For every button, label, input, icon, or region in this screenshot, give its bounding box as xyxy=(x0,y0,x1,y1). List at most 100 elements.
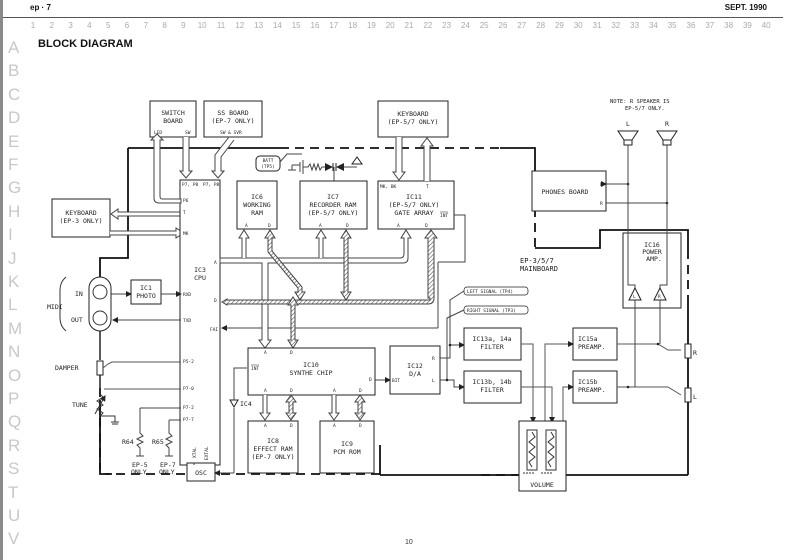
osc-block: OSC xyxy=(186,408,235,482)
battery-circuit: BATT (TP5) xyxy=(255,153,363,183)
grid-row-letter: F xyxy=(8,155,19,174)
svg-text:AMP.: AMP. xyxy=(646,255,662,263)
svg-text:(EP-5/7 ONLY): (EP-5/7 ONLY) xyxy=(388,118,439,126)
svg-text:OUT: OUT xyxy=(71,316,83,324)
grid-row-letter: C xyxy=(8,84,21,104)
svg-text:DAMPER: DAMPER xyxy=(55,364,79,372)
svg-text:CPU: CPU xyxy=(194,274,206,282)
ic6-working-ram-block: IC6 WORKING RAM A D xyxy=(236,180,278,230)
svg-text:P7-7: P7-7 xyxy=(183,417,194,423)
grid-column-number: 4 xyxy=(87,21,92,30)
grid-row-letter: A xyxy=(8,38,20,57)
grid-column-number: 6 xyxy=(124,21,130,30)
svg-text:PREAMP.: PREAMP. xyxy=(578,343,605,351)
svg-text:SW & SVR: SW & SVR xyxy=(220,130,242,136)
svg-text:IC8: IC8 xyxy=(267,437,279,445)
svg-text:R: R xyxy=(665,120,669,128)
svg-text:T: T xyxy=(183,210,186,216)
grid-column-number: 34 xyxy=(648,21,658,30)
output-jack-r: R xyxy=(684,343,697,359)
svg-text:D: D xyxy=(214,298,217,304)
svg-text:(EP-3 ONLY): (EP-3 ONLY) xyxy=(59,217,102,225)
svg-text:KEYBOARD: KEYBOARD xyxy=(397,110,428,118)
grid-column-number: 9 xyxy=(181,21,186,30)
grid-column-number: 22 xyxy=(423,21,433,30)
ic1-photo-block: IC1 PHOTO xyxy=(111,279,182,323)
grid-column-number: 3 xyxy=(68,21,73,30)
svg-text:P7-0: P7-0 xyxy=(183,386,194,392)
svg-text:POWER: POWER xyxy=(642,248,662,256)
grid-row-letter: K xyxy=(8,272,20,291)
svg-text:D: D xyxy=(359,388,362,394)
page-title: BLOCK DIAGRAM xyxy=(38,38,133,50)
svg-text:IC3: IC3 xyxy=(194,266,206,274)
svg-text:ONLY: ONLY xyxy=(159,468,175,476)
svg-text:(EP-5/7 ONLY): (EP-5/7 ONLY) xyxy=(308,209,359,217)
header-rule xyxy=(3,17,783,18)
svg-text:IC9: IC9 xyxy=(341,440,353,448)
svg-text:SYNTHE CHIP: SYNTHE CHIP xyxy=(289,369,332,377)
grid-column-number: 5 xyxy=(105,21,111,30)
svg-text:PHOTO: PHOTO xyxy=(136,292,156,300)
svg-text:IN: IN xyxy=(75,290,83,298)
svg-text:WORKING: WORKING xyxy=(243,201,270,209)
grid-row-letter: L xyxy=(8,295,18,315)
grid-row-letter: V xyxy=(8,529,20,549)
svg-text:INT: INT xyxy=(251,366,259,372)
svg-text:BOARD: BOARD xyxy=(163,117,183,125)
grid-row-letter: M xyxy=(8,318,23,338)
svg-text:MAINBOARD: MAINBOARD xyxy=(520,265,558,273)
grid-column-number: 14 xyxy=(272,21,282,30)
grid-column-number: 39 xyxy=(742,21,752,30)
svg-text:MIDI: MIDI xyxy=(47,303,63,311)
svg-text:P7, P8: P7, P8 xyxy=(182,182,199,188)
svg-text:L: L xyxy=(432,378,435,384)
grid-column-number: 15 xyxy=(291,21,301,30)
svg-text:LEFT SIGNAL (TP4): LEFT SIGNAL (TP4) xyxy=(467,289,513,295)
svg-text:A: A xyxy=(214,260,217,266)
grid-column-number: 28 xyxy=(536,21,546,30)
svg-text:SS BOARD: SS BOARD xyxy=(217,109,248,117)
keyboard-ep57-block: KEYBOARD (EP-5/7 ONLY) xyxy=(377,100,449,138)
svg-text:EP-5: EP-5 xyxy=(132,461,148,469)
svg-text:EP-3/5/7: EP-3/5/7 xyxy=(520,257,554,265)
svg-text:IC15a: IC15a xyxy=(578,335,598,343)
svg-text:VOLUME: VOLUME xyxy=(530,481,554,489)
damper-jack: DAMPER xyxy=(55,360,181,394)
svg-text:IC13b, 14b: IC13b, 14b xyxy=(472,378,511,386)
svg-text:D: D xyxy=(290,423,293,429)
svg-text:D: D xyxy=(425,223,428,229)
ic16-power-amp-block: IC16 POWER AMP. L R xyxy=(622,145,682,387)
grid-row-letter: O xyxy=(8,365,22,385)
grid-row-letter: E xyxy=(8,131,20,151)
ic15a-preamp-block: IC15a PREAMP. xyxy=(572,327,618,361)
svg-text:D: D xyxy=(346,223,349,229)
svg-text:INT: INT xyxy=(440,213,448,219)
svg-text:IC15b: IC15b xyxy=(578,378,598,386)
svg-text:D: D xyxy=(290,388,293,394)
svg-text:P5-2: P5-2 xyxy=(183,359,194,365)
grid-column-number: 16 xyxy=(310,21,320,30)
r65-resistor: R65 EP-7 ONLY xyxy=(152,419,181,476)
grid-row-letter: P xyxy=(8,389,20,408)
grid-column-number: 10 xyxy=(197,21,207,30)
svg-text:IC10: IC10 xyxy=(303,361,319,369)
svg-text:(TP5): (TP5) xyxy=(261,164,275,170)
svg-text:IC7: IC7 xyxy=(327,193,339,201)
svg-text:D: D xyxy=(369,377,372,383)
grid-column-number: 7 xyxy=(143,21,149,30)
grid-row-letter: T xyxy=(8,482,19,502)
svg-text:R: R xyxy=(432,356,435,362)
left-signal-tp4-label: LEFT SIGNAL (TP4) xyxy=(463,286,529,296)
tune-potentiometer: TUNE xyxy=(72,388,181,425)
svg-text:A: A xyxy=(333,423,336,429)
svg-text:MK, BK: MK, BK xyxy=(380,184,397,190)
svg-text:P7-2: P7-2 xyxy=(183,405,194,411)
grid-column-number: 12 xyxy=(235,21,245,30)
ic13a-filter-block: IC13a, 14a FILTER xyxy=(463,327,522,361)
svg-text:D: D xyxy=(268,223,271,229)
mainboard-label: EP-3/5/7 MAINBOARD xyxy=(520,257,558,273)
keyboard-ep3-bus xyxy=(110,208,185,239)
